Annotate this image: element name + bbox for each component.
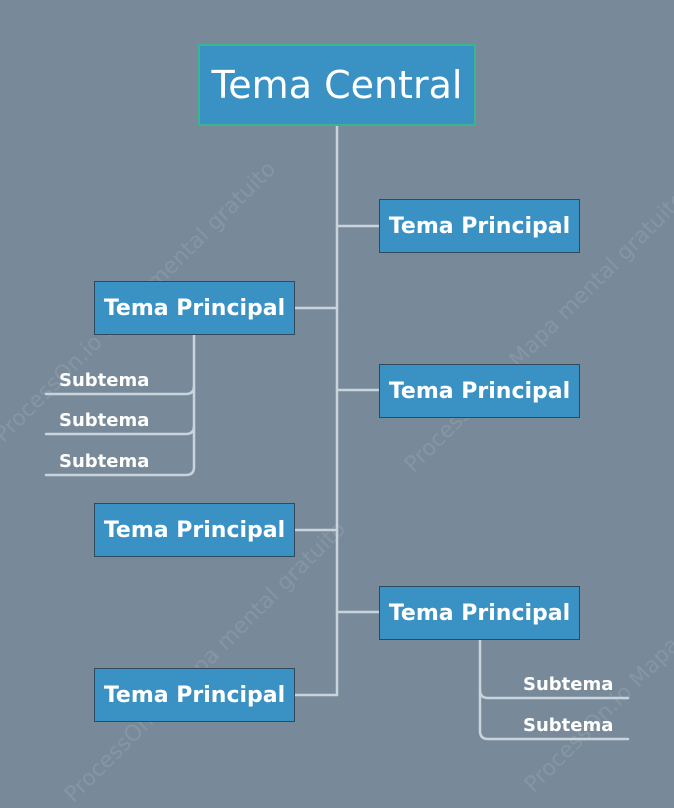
main-topic-left-1[interactable]: Tema Principal — [94, 281, 295, 335]
main-topic-label: Tema Principal — [388, 213, 571, 239]
subtopic-left-1[interactable]: Subtema — [59, 370, 150, 391]
main-topic-right-2[interactable]: Tema Principal — [379, 364, 580, 418]
main-topic-left-3[interactable]: Tema Principal — [94, 668, 295, 722]
subtopic-left-2[interactable]: Subtema — [59, 410, 150, 431]
subtopic-right-2[interactable]: Subtema — [523, 715, 614, 736]
main-topic-right-3[interactable]: Tema Principal — [379, 586, 580, 640]
main-topic-label: Tema Principal — [103, 295, 286, 321]
main-topic-right-1[interactable]: Tema Principal — [379, 199, 580, 253]
main-topic-label: Tema Principal — [388, 378, 571, 404]
subtopic-left-3[interactable]: Subtema — [59, 451, 150, 472]
main-topic-label: Tema Principal — [103, 517, 286, 543]
central-topic-label: Tema Central — [211, 63, 463, 107]
main-topic-label: Tema Principal — [388, 600, 571, 626]
connector-sub-right-2 — [478, 688, 630, 741]
main-topic-label: Tema Principal — [103, 682, 286, 708]
connector-sub-left-3 — [44, 424, 196, 477]
central-topic[interactable]: Tema Central — [198, 44, 476, 126]
main-topic-left-2[interactable]: Tema Principal — [94, 503, 295, 557]
subtopic-right-1[interactable]: Subtema — [523, 674, 614, 695]
